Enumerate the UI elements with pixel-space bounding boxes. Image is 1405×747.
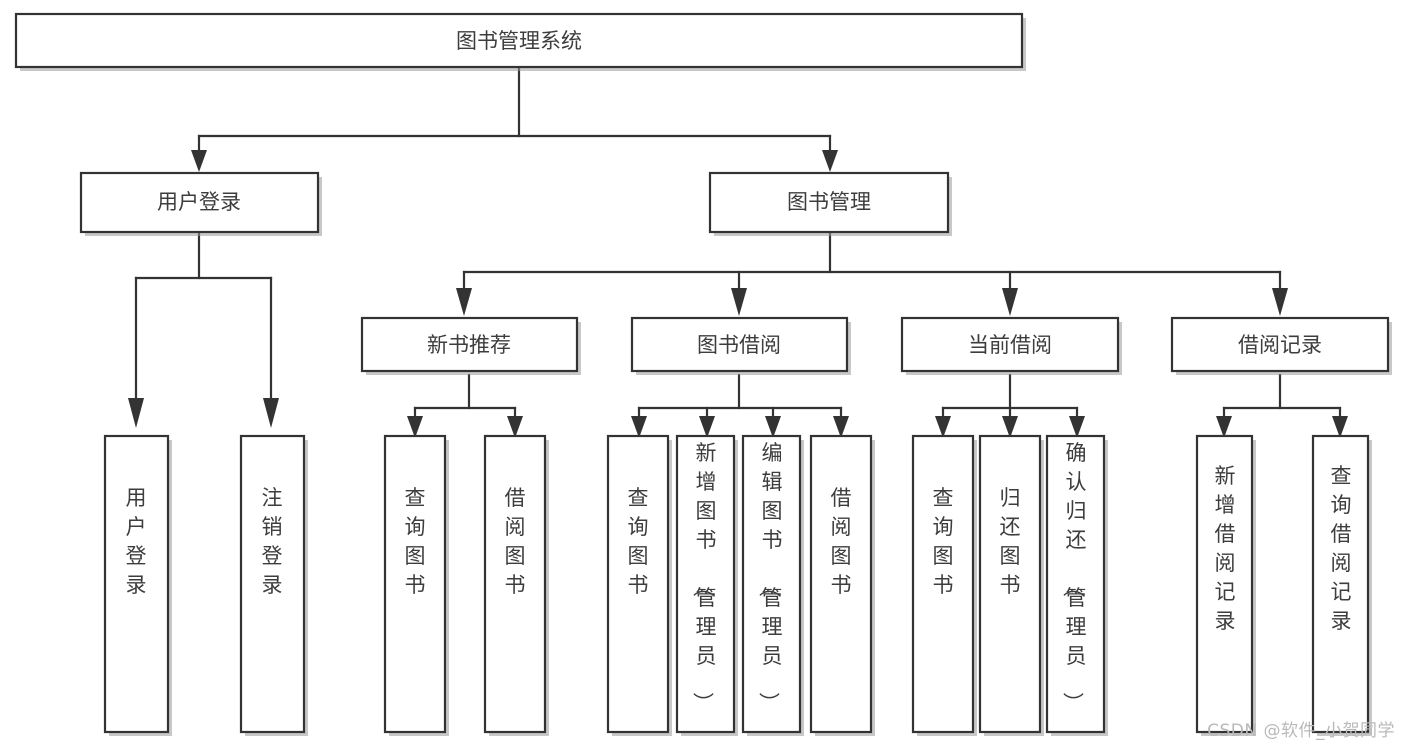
- user-login-box: [79, 171, 320, 234]
- leaf-user-login-box: [103, 434, 170, 734]
- node-book-borrow[interactable]: 图书借阅: [630, 316, 851, 375]
- leaf-bl-query-label: 查询图书: [628, 486, 649, 597]
- arrow-bl-query: [631, 416, 647, 438]
- arrow-cur-return: [1002, 416, 1018, 438]
- leaf-logout-label: 注销登录: [262, 486, 283, 597]
- node-leaf-cur-confirm[interactable]: 确认归还（管理员）: [1045, 434, 1108, 736]
- leaf-nb-borrow-label: 借阅图书: [505, 486, 526, 597]
- book-borrow-label: 图书借阅: [697, 333, 781, 357]
- node-leaf-user-login[interactable]: 用户登录: [103, 434, 172, 736]
- arrow-cur-confirm: [1069, 416, 1085, 438]
- arrow-book-manage: [822, 150, 838, 172]
- arrow-new-book: [456, 288, 472, 316]
- node-book-manage[interactable]: 图书管理: [708, 171, 952, 236]
- node-leaf-nb-borrow[interactable]: 借阅图书: [483, 434, 549, 736]
- leaf-bl-edit-box: [741, 434, 802, 734]
- leaf-cur-return-box: [978, 434, 1042, 734]
- leaf-cur-query-box: [911, 434, 975, 734]
- leaf-nb-query-box: [383, 434, 447, 734]
- book-borrow-box: [630, 316, 849, 373]
- leaf-rec-add-box: [1195, 434, 1254, 734]
- leaf-cur-confirm-box: [1045, 434, 1106, 734]
- node-leaf-rec-query[interactable]: 查询借阅记录: [1311, 434, 1372, 736]
- node-borrow-record[interactable]: 借阅记录: [1170, 316, 1392, 375]
- leaf-bl-edit-label: 编辑图书（管理员）: [757, 441, 783, 713]
- leaf-cur-query-label: 查询图书: [933, 486, 954, 597]
- leaf-rec-query-label: 查询借阅记录: [1331, 464, 1352, 633]
- node-leaf-bl-edit[interactable]: 编辑图书（管理员）: [741, 434, 804, 736]
- node-root-title[interactable]: 图书管理系统: [14, 12, 1026, 71]
- node-user-login[interactable]: 用户登录: [79, 171, 322, 236]
- node-leaf-bl-borrow[interactable]: 借阅图书: [809, 434, 875, 736]
- leaf-bl-borrow-box: [809, 434, 873, 734]
- arrow-leaf-user-login: [128, 398, 144, 428]
- arrow-borrow: [731, 288, 747, 316]
- node-leaf-logout[interactable]: 注销登录: [239, 434, 308, 736]
- arrow-user-login: [191, 150, 207, 172]
- leaf-user-login-label: 用户登录: [126, 486, 147, 597]
- arrow-rec-add: [1216, 416, 1232, 438]
- arrow-record: [1272, 288, 1288, 316]
- book-manage-box: [708, 171, 950, 234]
- leaf-logout-box: [239, 434, 306, 734]
- borrow-record-label: 借阅记录: [1238, 333, 1322, 357]
- root-title-label: 图书管理系统: [456, 29, 582, 53]
- connector-layer: [128, 65, 1348, 438]
- arrow-current: [1002, 288, 1018, 316]
- arrow-cur-query: [935, 416, 951, 438]
- arrow-leaf-logout: [263, 398, 279, 428]
- node-leaf-bl-query[interactable]: 查询图书: [606, 434, 672, 736]
- leaf-rec-query-box: [1311, 434, 1370, 734]
- root-box: [14, 12, 1024, 69]
- node-leaf-cur-return[interactable]: 归还图书: [978, 434, 1044, 736]
- leaf-cur-return-label: 归还图书: [1000, 486, 1021, 597]
- leaf-bl-borrow-label: 借阅图书: [831, 486, 852, 597]
- arrow-bl-add: [699, 416, 715, 438]
- arrow-nb-query: [407, 416, 423, 438]
- leaf-bl-add-label: 新增图书（管理员）: [691, 441, 717, 713]
- current-borrow-box: [900, 316, 1120, 373]
- arrow-nb-borrow: [507, 416, 523, 438]
- node-leaf-bl-add[interactable]: 新增图书（管理员）: [675, 434, 738, 736]
- node-leaf-cur-query[interactable]: 查询图书: [911, 434, 977, 736]
- node-new-book[interactable]: 新书推荐: [360, 316, 581, 375]
- leaf-rec-add-label: 新增借阅记录: [1215, 464, 1236, 633]
- arrow-bl-borrow: [833, 416, 849, 438]
- node-leaf-nb-query[interactable]: 查询图书: [383, 434, 449, 736]
- book-manage-label: 图书管理: [787, 190, 871, 214]
- node-current-borrow[interactable]: 当前借阅: [900, 316, 1122, 375]
- leaf-cur-confirm-label: 确认归还（管理员）: [1061, 441, 1087, 713]
- new-book-label: 新书推荐: [427, 333, 511, 357]
- leaf-nb-query-label: 查询图书: [405, 486, 426, 597]
- user-login-label: 用户登录: [157, 190, 241, 214]
- leaf-bl-query-box: [606, 434, 670, 734]
- arrow-rec-query: [1332, 416, 1348, 438]
- leaf-bl-add-box: [675, 434, 736, 734]
- new-book-box: [360, 316, 579, 373]
- arrow-bl-edit: [765, 416, 781, 438]
- current-borrow-label: 当前借阅: [968, 333, 1052, 357]
- node-leaf-rec-add[interactable]: 新增借阅记录: [1195, 434, 1256, 736]
- leaf-nb-borrow-box: [483, 434, 547, 734]
- borrow-record-box: [1170, 316, 1390, 373]
